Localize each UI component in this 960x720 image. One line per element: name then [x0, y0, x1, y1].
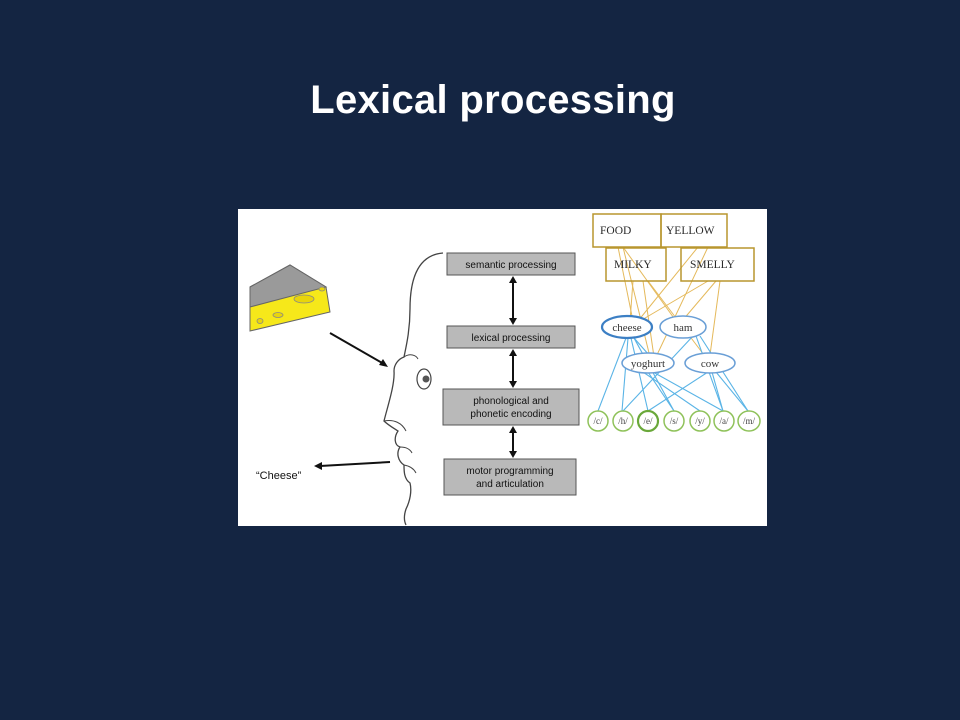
- phoneme-label: /h/: [618, 416, 628, 426]
- feature-label: FOOD: [600, 225, 631, 237]
- word-label: ham: [674, 322, 693, 334]
- phoneme-node: /a/: [713, 410, 735, 432]
- stage-label: lexical processing: [472, 333, 551, 344]
- stage-label-line-2: phonetic encoding: [470, 409, 551, 420]
- head-profile-outline: [383, 252, 444, 526]
- phoneme-label: /e/: [644, 416, 653, 426]
- word-label: yoghurt: [631, 358, 665, 370]
- slide-title: Lexical processing: [310, 78, 676, 122]
- stage-semantic-processing: semantic processing: [446, 252, 576, 276]
- feature-label: YELLOW: [666, 225, 715, 237]
- stage-phonological-encoding: phonological and phonetic encoding: [442, 388, 580, 426]
- feature-label: MILKY: [614, 259, 652, 271]
- stage-label-line-1: motor programming: [466, 466, 553, 477]
- phoneme-label: /a/: [720, 416, 729, 426]
- phoneme-label: /m/: [743, 416, 756, 426]
- feature-label: SMELLY: [690, 259, 736, 271]
- word-node-cheese: cheese: [600, 314, 654, 340]
- stage-motor-programming: motor programming and articulation: [443, 458, 577, 496]
- feature-milky: MILKY: [605, 247, 667, 282]
- stage-label-line-2: and articulation: [476, 479, 544, 490]
- phoneme-label: /y/: [695, 416, 705, 426]
- phoneme-node: /c/: [587, 410, 609, 432]
- word-label: cow: [701, 358, 719, 370]
- lexical-processing-figure: “Cheese” semantic processing lexical pro…: [238, 209, 767, 526]
- phoneme-node: /m/: [737, 410, 761, 432]
- word-label: cheese: [612, 322, 641, 334]
- feature-food: FOOD: [592, 213, 662, 248]
- stage-lexical-processing: lexical processing: [446, 325, 576, 349]
- stage-connector-arrows: [509, 276, 517, 458]
- phoneme-label: /s/: [670, 416, 679, 426]
- phoneme-node: /h/: [612, 410, 634, 432]
- phoneme-node: /s/: [663, 410, 685, 432]
- feature-yellow: YELLOW: [660, 213, 728, 248]
- phoneme-label: /c/: [594, 416, 603, 426]
- phoneme-node: /e/: [636, 409, 660, 433]
- word-phoneme-links: [597, 335, 749, 412]
- stage-label: semantic processing: [465, 260, 556, 271]
- spoken-word-label: “Cheese”: [256, 470, 302, 482]
- cheese-wedge-illustration: [249, 264, 331, 332]
- word-node-cow: cow: [684, 352, 736, 374]
- spoken-word-arrow: [314, 461, 391, 470]
- word-node-yoghurt: yoghurt: [621, 352, 675, 374]
- stage-label-line-1: phonological and: [473, 396, 549, 407]
- phoneme-node: /y/: [689, 410, 711, 432]
- cheese-to-eye-arrow: [329, 332, 388, 367]
- feature-smelly: SMELLY: [680, 247, 755, 282]
- word-node-ham: ham: [659, 315, 707, 339]
